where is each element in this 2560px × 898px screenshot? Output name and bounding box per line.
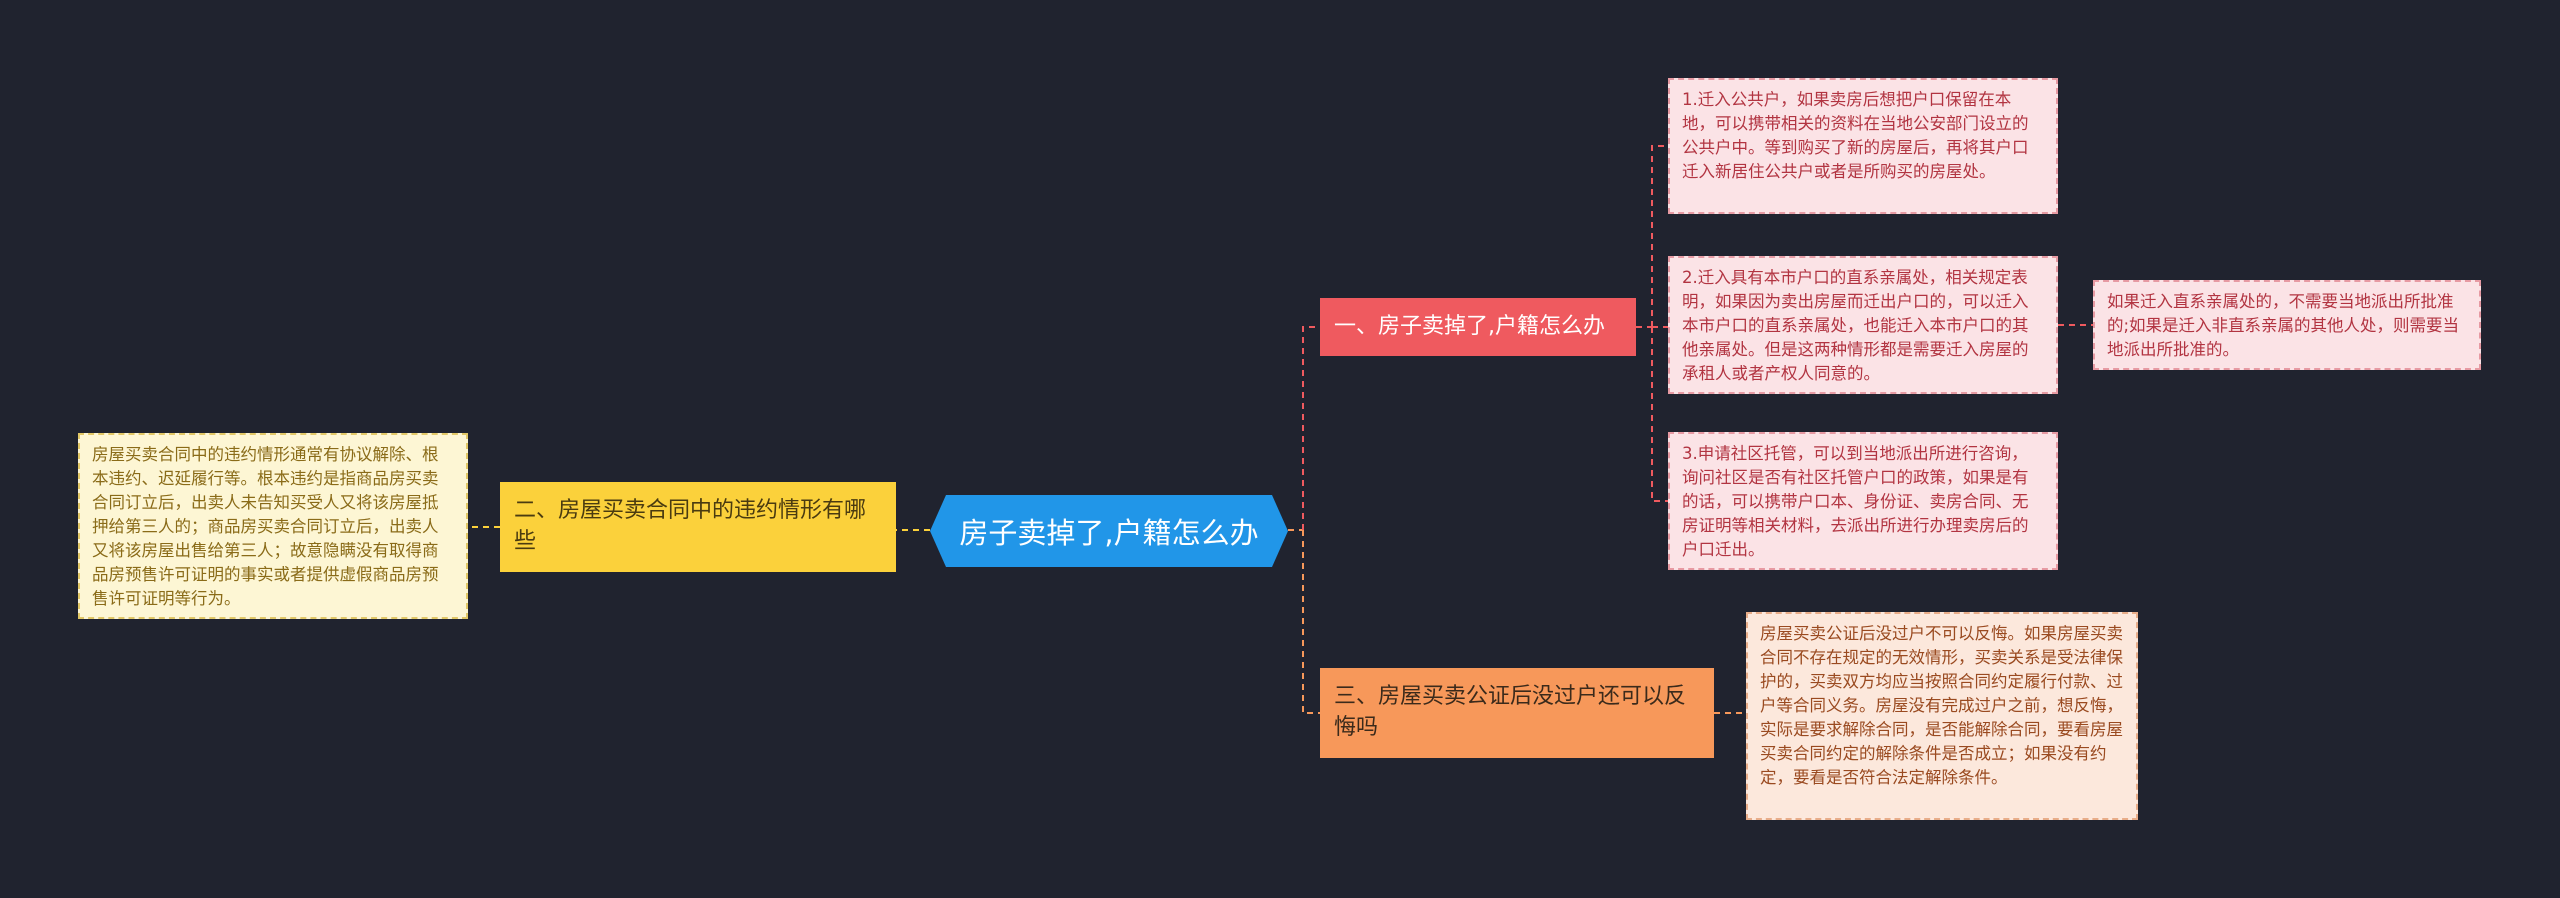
branch-topic-3-label: 三、房屋买卖公证后没过户还可以反悔吗 bbox=[1334, 684, 1687, 740]
leaf-public-household[interactable]: 1.迁入公共户，如果卖房后想把户口保留在本地，可以携带相关的资料在当地公安部门设… bbox=[1668, 78, 2058, 214]
connector-spine-branch1 bbox=[1302, 326, 1320, 530]
connector-branch1-leaf3 bbox=[1651, 327, 1668, 502]
branch-topic-2-label: 二、房屋买卖合同中的违约情形有哪些 bbox=[514, 498, 867, 554]
branch-topic-1[interactable]: 一、房子卖掉了,户籍怎么办 bbox=[1320, 298, 1636, 356]
root-topic[interactable]: 房子卖掉了,户籍怎么办 bbox=[930, 495, 1288, 567]
leaf-relative-approval[interactable]: 如果迁入直系亲属处的，不需要当地派出所批准的;如果是迁入非直系亲属的其他人处，则… bbox=[2093, 280, 2481, 370]
leaf-notarization-regret[interactable]: 房屋买卖公证后没过户不可以反悔。如果房屋买卖合同不存在规定的无效情形，买卖关系是… bbox=[1746, 612, 2138, 820]
branch-topic-2[interactable]: 二、房屋买卖合同中的违约情形有哪些 bbox=[500, 482, 896, 572]
connector-branch1-leaf1 bbox=[1651, 145, 1668, 327]
leaf-relative-household[interactable]: 2.迁入具有本市户口的直系亲属处，相关规定表明，如果因为卖出房屋而迁出户口的，可… bbox=[1668, 256, 2058, 394]
connector-spine-branch3 bbox=[1302, 530, 1320, 714]
branch-topic-3[interactable]: 三、房屋买卖公证后没过户还可以反悔吗 bbox=[1320, 668, 1714, 758]
leaf-breach-situations[interactable]: 房屋买卖合同中的违约情形通常有协议解除、根本违约、迟延履行等。根本违约是指商品房… bbox=[78, 433, 468, 619]
branch-topic-1-label: 一、房子卖掉了,户籍怎么办 bbox=[1334, 313, 1605, 339]
leaf-community-trust[interactable]: 3.申请社区托管，可以到当地派出所进行咨询，询问社区是否有社区托管户口的政策，如… bbox=[1668, 432, 2058, 570]
